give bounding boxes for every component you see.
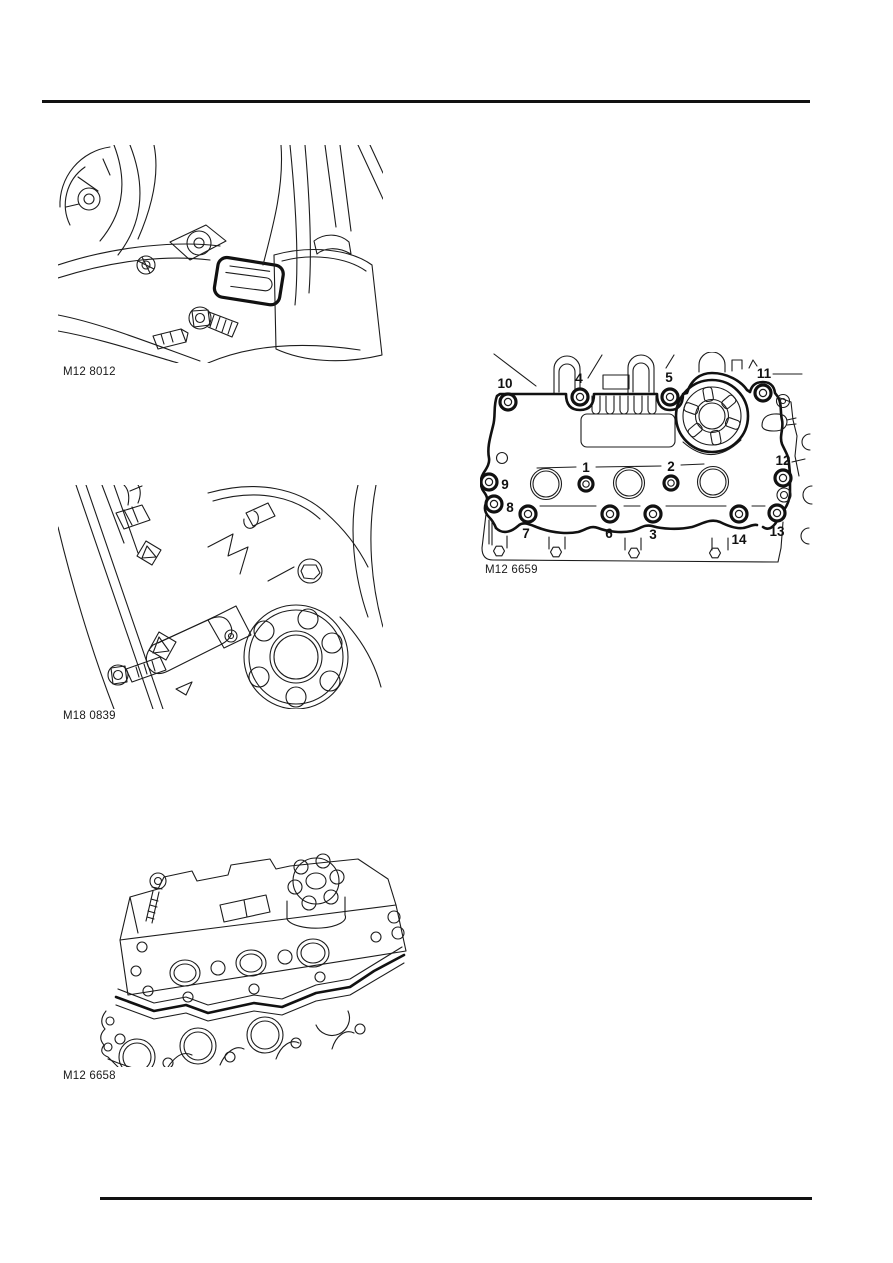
camshaft-sprocket: [243, 604, 349, 709]
plug-bores: [529, 465, 730, 501]
pulley-art: [59, 146, 111, 226]
head-outline: [481, 505, 784, 563]
sequence-number-labels: 1 2 3 4 5 6 7 8 9 10 11 12 13 14: [497, 366, 790, 547]
figure-caption: M12 6658: [63, 1070, 116, 1082]
figure-harness-bracket: M12 8012: [58, 145, 383, 387]
body-line: [58, 243, 221, 266]
bracket-bolt: [188, 306, 239, 338]
bolt-number-label: 11: [757, 366, 772, 381]
cover-front-face: [119, 904, 407, 1003]
right-casting: [761, 393, 813, 545]
leader-lines: [536, 373, 806, 469]
upper-hose: [207, 486, 369, 584]
diagonal-lines: [58, 485, 164, 709]
sensor-bolt: [107, 656, 167, 686]
figure-caption: M12 8012: [63, 366, 116, 378]
sensor-drawing: [58, 485, 383, 709]
bolt-number-label: 10: [497, 376, 512, 391]
bolt-number-label: 3: [649, 527, 657, 542]
bolt-number-label: 5: [665, 370, 673, 385]
gasket-highlight: [114, 946, 406, 1022]
engine-bay-drawing: [58, 145, 383, 363]
bolt-number-label: 1: [582, 460, 590, 475]
cover-top-face: [119, 858, 397, 941]
body-line: [207, 344, 361, 363]
cylinder-head: [100, 1010, 366, 1067]
figure-tightening-sequence: 1 2 3 4 5 6 7 8 9 10 11 12 13 14 M12 665…: [480, 352, 815, 584]
body-line: [99, 145, 123, 242]
sequence-bolts: [480, 383, 793, 524]
cam-towers: [493, 352, 758, 395]
bolt-number-label: 12: [775, 453, 790, 468]
body-line: [58, 314, 201, 362]
figure-camshaft-sensor: M18 0839: [58, 485, 383, 729]
oil-filler-cap: [286, 853, 347, 929]
bolt-number-label: 8: [506, 500, 514, 515]
cover-inner-details: [495, 374, 676, 465]
alignment-marker: [136, 540, 162, 566]
bolt-number-label: 14: [731, 532, 747, 547]
footer-rule: [100, 1197, 812, 1200]
bolt-number-label: 4: [575, 371, 583, 386]
side-panel: [273, 248, 383, 362]
hoses: [262, 145, 383, 306]
cover-drawing: [100, 853, 407, 1067]
body-line: [117, 145, 141, 256]
cmp-sensor-body: [145, 605, 252, 696]
bolt-number-label: 13: [769, 524, 785, 539]
bolt-number-label: 2: [667, 459, 675, 474]
bolt-number-label: 6: [605, 526, 613, 541]
sensor-connector: [115, 485, 151, 530]
figure-caption: M18 0839: [63, 710, 116, 722]
sequence-diagram: 1 2 3 4 5 6 7 8 9 10 11 12 13 14: [480, 352, 813, 563]
bolt-number-label: 7: [522, 526, 530, 541]
harness-bracket-highlight: [212, 255, 285, 307]
sensor-boss: [169, 224, 227, 261]
figure-caption: M12 6659: [485, 564, 538, 576]
casting-edges: [207, 485, 383, 688]
gasket-edge: [494, 519, 759, 535]
label-plate: [219, 894, 271, 923]
body-line: [137, 145, 157, 240]
header-rule: [42, 100, 810, 103]
body-line: [58, 330, 179, 363]
figure-camshaft-cover: M12 6658: [58, 845, 408, 1087]
camshaft-flange: [674, 378, 750, 455]
body-line: [58, 257, 211, 279]
bolt-number-label: 9: [501, 477, 509, 492]
bolt-boss: [136, 255, 156, 275]
cover-bolt: [145, 872, 167, 924]
